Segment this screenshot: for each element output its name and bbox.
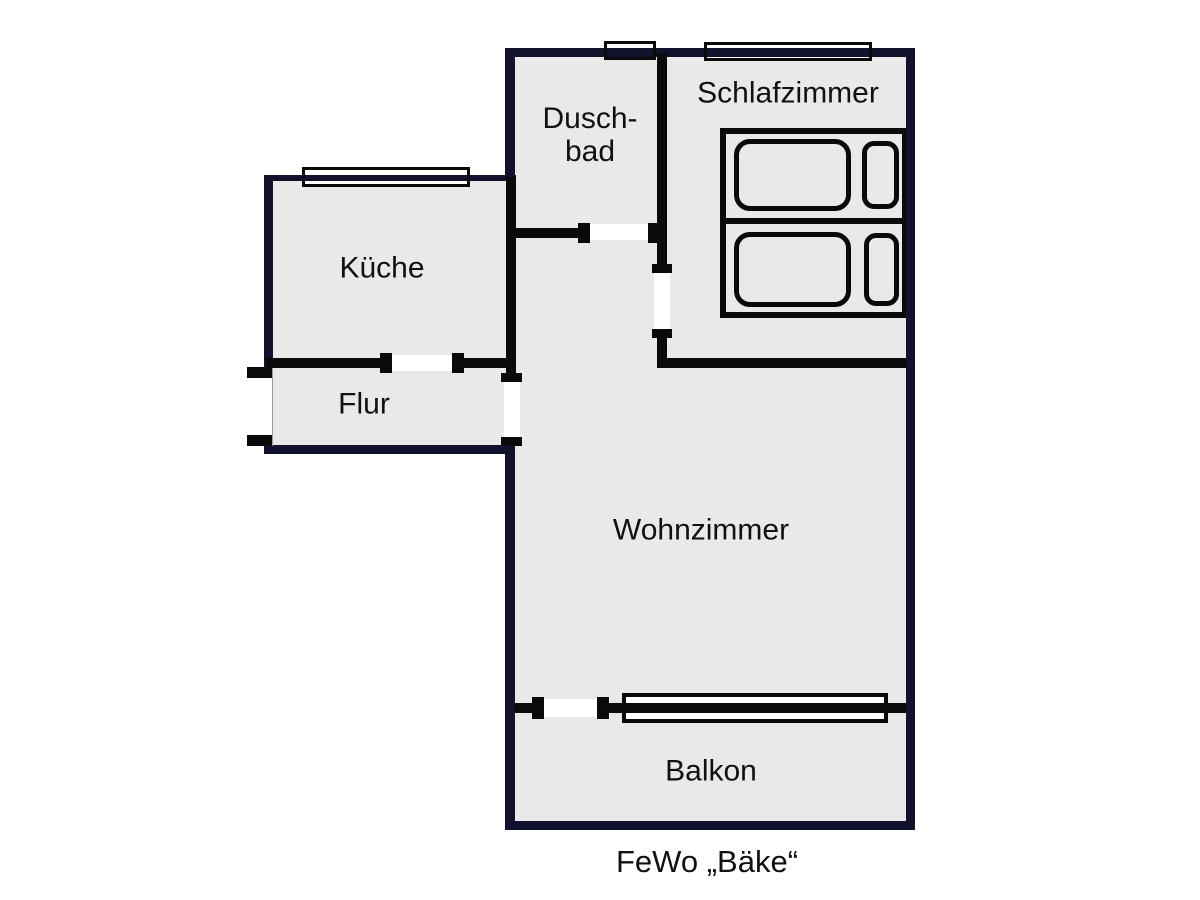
jamb-schlafzimmer-door-bottom [652,329,672,338]
wall-exterior-kueche-left [264,175,273,368]
jamb-entrance-bottom [247,435,273,446]
jamb-schlafzimmer-door-top [652,264,672,273]
door-opening-kueche-flur [391,355,453,371]
mattress-bottom [734,232,851,307]
wall-schlafzimmer-bottom [657,358,907,368]
window-duschbad-wall-band [607,48,653,57]
wall-exterior-duschbad-left [505,48,515,177]
double-bed-divider [726,218,906,224]
entrance-opening-line [272,368,273,446]
wall-balkon-left-seg [514,703,533,713]
wall-exterior-left-lower [505,447,515,830]
room-label-balkon: Balkon [665,754,757,788]
door-opening-schlafzimmer [654,272,670,330]
jamb-balkon-door-left [532,697,544,719]
window-schlafzimmer-wall-band [707,48,869,57]
room-label-duschbad-line1: Dusch- [542,102,638,135]
room-label-duschbad: Dusch- bad [542,102,637,168]
room-label-wohnzimmer: Wohnzimmer [612,513,790,547]
jamb-kueche-door-left [380,353,392,373]
wall-exterior-flur-bottom [264,445,515,454]
room-fill-kueche-flur [272,178,512,446]
window-kueche-wall-band [305,175,467,181]
wall-duschbad-schlafzimmer [657,53,667,264]
door-opening-flur-wohnzimmer [504,382,520,437]
wall-exterior-right [906,48,915,830]
jamb-duschbad-door-left [578,223,590,243]
pillow-top [862,141,899,209]
window-balkon-wall-band [626,703,884,713]
wall-flur-right-top [506,367,516,374]
plan-caption: FeWo „Bäke“ [615,843,799,879]
jamb-duschbad-door-right [648,223,660,243]
room-label-schlafzimmer: Schlafzimmer [697,76,879,110]
wall-kueche-flur-left [266,358,381,368]
door-opening-duschbad [589,224,650,240]
pillow-bottom [864,233,899,306]
wall-kueche-flur-right [463,358,516,368]
jamb-balkon-door-right [597,697,609,719]
room-label-duschbad-line2: bad [564,135,616,168]
jamb-kueche-door-right [452,353,464,373]
jamb-entrance-top [247,367,273,378]
door-opening-balkon [543,699,599,717]
wall-balkon-right-seg [885,703,906,713]
jamb-flur-door-top [501,373,522,382]
wall-duschbad-bottom [509,228,579,238]
wall-balkon-mid-seg [609,703,625,713]
wall-schlafzimmer-left-lower [657,338,667,368]
wall-exterior-balkon-bottom [505,821,915,830]
jamb-flur-door-bottom [501,437,522,446]
room-label-kueche: Küche [339,251,425,285]
mattress-top [734,139,851,211]
room-label-flur: Flur [338,387,390,421]
wall-kueche-right [506,177,516,367]
